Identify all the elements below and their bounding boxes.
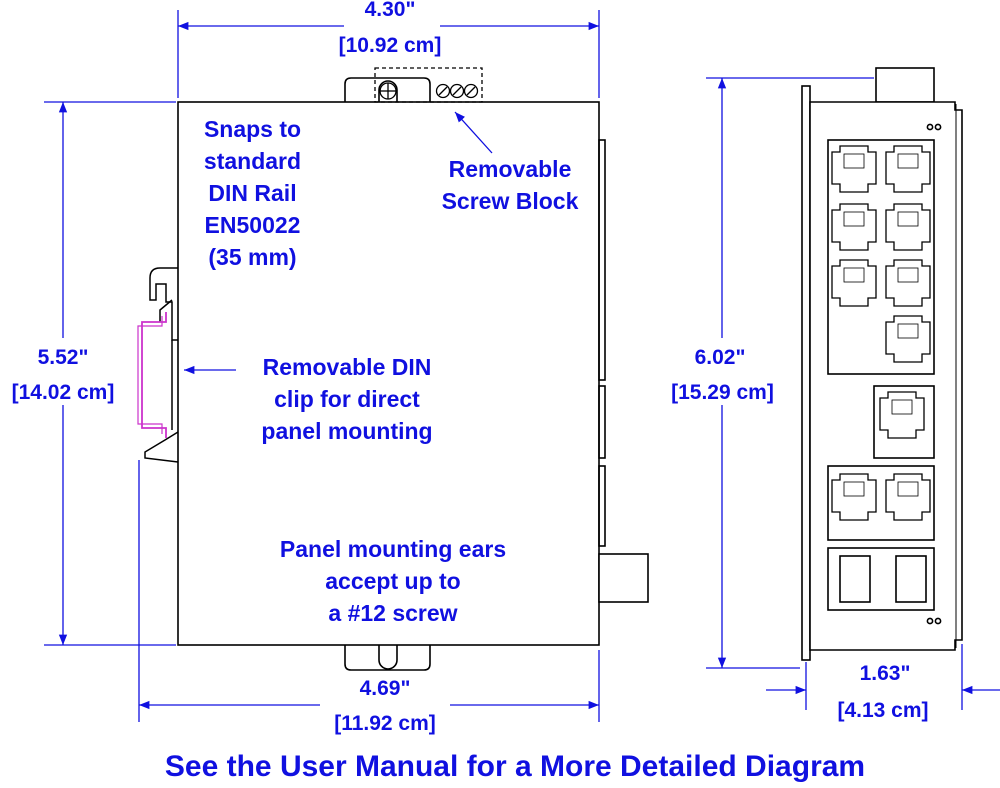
din-rail-line-4: EN50022 [204,212,301,238]
rj45-port-contacts [891,399,913,415]
rj45-port-9 [831,473,877,521]
footer-note: See the User Manual for a More Detailed … [164,750,866,783]
rj45-port-3 [831,203,877,251]
rj45-port-4 [885,203,931,251]
side-height-cm: [15.29 cm] [671,381,774,404]
din-clip-line-1: Removable DIN [262,354,432,380]
rj45-port-contacts [897,153,919,169]
din-rail-line-1: Snaps to [203,116,302,142]
din-clip-line-2: clip for direct [274,386,420,412]
top-ear-slot [378,80,398,102]
side-depth-inches: 1.63" [859,662,911,685]
mounting-ears-line-2: accept up to [325,568,461,594]
left-height-inches: 5.52" [37,346,89,369]
rj45-port-6 [885,259,931,307]
port-group-1 [827,139,935,375]
mounting-ears-line-1: Panel mounting ears [279,536,507,562]
mounting-ears-note: Panel mounting ears accept up to a #12 s… [243,533,543,629]
port-group-4 [827,547,935,611]
rj45-port-contacts [843,153,865,169]
bottom-width-cm: [11.92 cm] [334,712,436,735]
din-clip-note: Removable DIN clip for direct panel moun… [232,351,462,447]
top-width-cm: [10.92 cm] [338,34,442,57]
bottom-ear-slot [378,645,398,670]
rj45-port-contacts [897,211,919,227]
screw-block-line-2: Screw Block [441,188,579,214]
top-mounting-ear [344,77,431,102]
power-connector [598,553,649,603]
din-rail-line-5: (35 mm) [208,244,297,270]
rj45-port-contacts [897,323,919,339]
side-depth-cm: [4.13 cm] [837,699,929,722]
rj45-port-contacts [897,267,919,283]
rj45-port-8 [879,391,925,439]
din-rail-line-3: DIN Rail [208,180,297,206]
rj45-port-5 [831,259,877,307]
din-clip [137,267,179,463]
port-group-3 [827,465,935,541]
screw-block [374,67,483,103]
sfp-slot-1 [839,555,871,603]
left-height-cm: [14.02 cm] [11,381,115,404]
dimension-lines [44,10,1000,722]
side-view [801,67,963,661]
rj45-port-contacts [897,481,919,497]
front-edge-feature-1 [598,139,606,381]
screw-block-line-1: Removable [448,156,572,182]
din-rail-line-2: standard [203,148,302,174]
rj45-port-7 [885,315,931,363]
screw-block-note: Removable Screw Block [405,153,615,217]
rj45-port-contacts [843,267,865,283]
rj45-port-2 [885,145,931,193]
rj45-port-10 [885,473,931,521]
rj45-ports [831,145,931,521]
side-rear-flange [801,85,811,661]
side-top-connector [875,67,935,103]
din-clip-line-3: panel mounting [261,418,433,444]
front-edge-feature-2 [598,385,606,459]
front-view [177,77,649,671]
front-body [177,101,600,646]
sfp-slot-2 [895,555,927,603]
rj45-port-contacts [843,481,865,497]
rj45-port-contacts [843,211,865,227]
bottom-width-inches: 4.69" [359,677,411,700]
front-edge-feature-3 [598,465,606,547]
side-body [809,101,963,651]
din-rail-note: Snaps to standard DIN Rail EN50022 (35 m… [165,113,340,273]
bottom-mounting-ear [344,645,431,671]
rj45-port-1 [831,145,877,193]
side-height-inches: 6.02" [694,346,746,369]
top-width-inches: 4.30" [364,0,416,21]
mounting-ears-line-3: a #12 screw [328,600,458,626]
port-group-2 [873,385,935,459]
